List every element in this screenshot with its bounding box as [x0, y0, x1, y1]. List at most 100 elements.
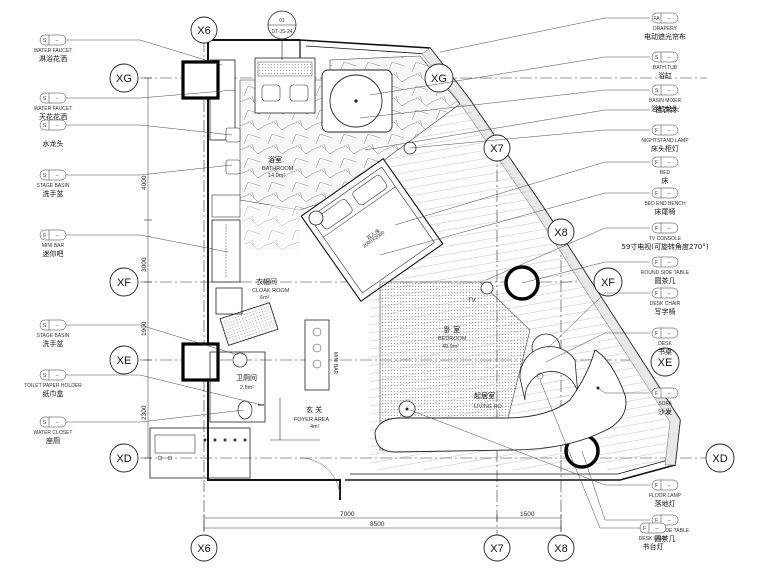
left-callout-3-dash: – [56, 123, 59, 129]
right-callout-7-en: BED END BENCH [644, 201, 686, 207]
right-callout-5-cn: 床头柜灯 [651, 144, 679, 153]
left-callout-6-dash: – [56, 323, 59, 329]
axis-x6-top: X6 [190, 16, 218, 44]
right-callout-14-cn: 圆茶几 [655, 534, 676, 543]
svg-text:DT-JS-24: DT-JS-24 [271, 29, 292, 35]
carpet [379, 281, 531, 451]
right-callout-14-code: F [655, 518, 658, 524]
svg-text:XE: XE [658, 357, 673, 369]
right-callout-1-dash: – [668, 16, 671, 22]
left-callout-5-dash: – [56, 233, 59, 239]
left-callout-8-dash: – [56, 420, 59, 426]
leader-right-11 [545, 332, 650, 363]
right-callout-14-en: ROUND SIDE TABLE [641, 528, 690, 534]
left-callout-1-code: S [43, 38, 47, 44]
left-callout-6-code: S [43, 323, 47, 329]
axis-xf-right: XF [593, 267, 623, 297]
right-callout-7-code: F [655, 191, 658, 197]
right-callout-9-code: F [655, 260, 658, 266]
left-callout-2-dash: – [56, 96, 59, 102]
left-callout-5-code: F [43, 233, 46, 239]
right-callout-8-dash: – [668, 226, 671, 232]
sofa [374, 349, 627, 453]
living-room-label: 起居室 [474, 391, 495, 400]
left-callout-2-code: S [43, 96, 47, 102]
right-callout-2-cn: 浴缸 [658, 71, 672, 80]
right-callout-11-cn: 书桌 [658, 347, 672, 356]
left-callout-4-code: S [43, 173, 47, 179]
right-callout-2-dash: – [668, 55, 671, 61]
left-callout-1-cn: 淋浴花洒 [39, 54, 67, 63]
leader-right-6 [394, 161, 650, 226]
right-callout-9-dash: – [668, 260, 671, 266]
round-side-table-small [480, 281, 494, 295]
right-callout-3-cn: 浴缸龙头 [651, 104, 679, 113]
dim-1900: 1900 [141, 321, 148, 336]
leader-right-14 [581, 450, 650, 521]
section-tag: 01 DT-JS-24 [267, 10, 297, 60]
right-callout-14-dash: – [668, 518, 671, 524]
svg-text:XF: XF [601, 277, 615, 289]
left-callout-3-cn: 水龙头 [43, 139, 64, 148]
right-callout-5-code: F [655, 128, 658, 134]
bathroom-label-en: BATHROOM [262, 166, 294, 172]
mini-bar [304, 319, 330, 391]
right-callout-8-code: F [655, 226, 658, 232]
right-callout-12-cn: 沙发 [658, 407, 672, 416]
left-callout-7-code: S [43, 373, 47, 379]
bathroom-label: 浴室 [268, 155, 282, 164]
right-callout-12-dash: – [668, 391, 671, 397]
dim-8500: 8500 [370, 521, 385, 528]
right-callout-1-en: DRAPERY [653, 26, 678, 32]
right-callout-1-cn: 电动遮光帘布 [644, 32, 686, 41]
svg-text:X7: X7 [490, 543, 503, 555]
svg-text:XF: XF [117, 277, 131, 289]
svg-text:X7: X7 [490, 143, 503, 155]
leader-right-10 [547, 292, 650, 349]
tv-label: TV [468, 298, 476, 304]
right-callout-2-code: S [655, 55, 659, 61]
right-callout-9-cn: 圆茶几 [655, 276, 676, 285]
left-dimensions: 4000 3000 1900 2300 [141, 77, 152, 459]
cloak-room-area: 6m² [260, 295, 270, 301]
axis-x8-bottom: X8 [547, 534, 575, 562]
left-callout-8-code: S [43, 420, 47, 426]
right-callout-6-code: F [655, 160, 658, 166]
toilet-room [209, 351, 266, 423]
leader-right-12 [597, 387, 650, 394]
leader-left-6 [66, 324, 239, 356]
right-callout-3-dash: – [668, 88, 671, 94]
right-callout-8-cn: 59寸电视(可旋转角度270°) [621, 242, 708, 251]
left-callout-7-cn: 纸巾盒 [43, 389, 64, 398]
left-callout-6-en: STAGE BASIN [37, 333, 70, 339]
svg-text:X6: X6 [197, 25, 210, 37]
right-callout-4-cn: 挂衣钩 [656, 105, 677, 114]
cloak-room-label-en: CLOAK ROOM [252, 288, 290, 294]
bottom-dimensions: 7000 1500 8500 [203, 511, 562, 532]
axis-xd-left: XD [109, 443, 139, 473]
leader-right-13 [409, 409, 650, 486]
svg-text:01: 01 [279, 18, 285, 24]
bottom-callout-desk-lamp-cn: 书台灯 [643, 542, 664, 551]
axis-x7-top: X7 [483, 134, 511, 162]
leader-left-8 [66, 409, 245, 423]
bedroom-label: 卧 室 [444, 325, 460, 334]
axis-xf-left: XF [109, 267, 139, 297]
cloak-room-label: 衣帽间 [256, 277, 277, 286]
shower-area [209, 59, 241, 218]
right-callout-10-cn: 写字椅 [655, 307, 676, 316]
right-callout-1-code: FA [653, 16, 660, 22]
right-callout-2-en: BATH TUB [653, 65, 678, 71]
